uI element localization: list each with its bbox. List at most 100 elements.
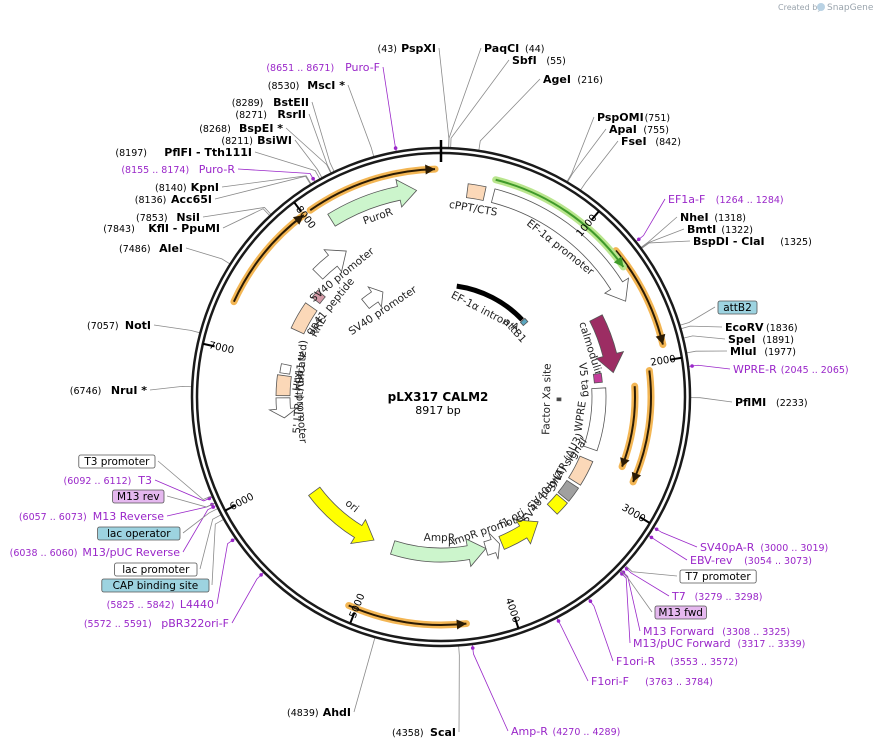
primer-position: (5572 .. 5591): [84, 619, 152, 630]
ruler-tick-label: 5000: [348, 592, 368, 620]
snapgene-credit: Created by SnapGene: [778, 3, 874, 13]
ruler-tick: [293, 201, 303, 213]
primer-mark: [690, 364, 694, 368]
feature-mark: [546, 493, 568, 515]
ruler-tick: [513, 616, 520, 629]
enzyme-site-name: ScaI: [430, 726, 456, 739]
orf-arc: [632, 370, 652, 483]
leader-line: [620, 569, 641, 632]
plasmid-backbone: [190, 140, 692, 648]
enzyme-site-position: (1836): [766, 323, 798, 334]
feature-mark: [519, 317, 529, 327]
orf-arrowhead: [425, 164, 436, 175]
feature-label: V5 tag: [576, 362, 592, 398]
primer-name: EF1a-F: [668, 193, 705, 206]
primer-name: Puro-R: [199, 163, 236, 176]
feature-tag-label: M13 rev: [117, 491, 160, 503]
primer-mark: [393, 146, 398, 150]
feature-tag-label: T3 promoter: [83, 456, 150, 468]
primer-name: T7: [671, 590, 686, 603]
feature-mark: [312, 249, 347, 280]
enzyme-site-name: NruI *: [111, 384, 147, 397]
leader-line: [448, 47, 482, 149]
enzyme-site-position: (4358): [392, 728, 424, 739]
primer-mark: [311, 176, 315, 181]
feature-tag-box: [717, 300, 758, 315]
enzyme-site-position: (8136): [135, 195, 167, 206]
enzyme-site-position: (8211): [221, 136, 253, 147]
enzyme-site-position: (751): [645, 113, 671, 124]
feature-mark: [583, 387, 607, 452]
primer-position: (6057 .. 6073): [19, 512, 87, 523]
plasmid-size: 8917 bp: [415, 404, 460, 417]
primer-position: (4270 .. 4289): [553, 727, 621, 738]
primer-name: WPRE-R: [733, 363, 777, 376]
leader-line: [285, 127, 332, 174]
feature-tag-label: CAP binding site: [113, 580, 199, 592]
enzyme-site-name: PspXI: [401, 42, 436, 55]
feature-tag-box: [114, 562, 198, 577]
enzyme-site-position: (6746): [70, 386, 102, 397]
enzyme-site-position: (1322): [721, 225, 753, 236]
leader-line: [347, 84, 375, 158]
leader-line: [222, 208, 271, 229]
enzyme-site-position: (2233): [776, 398, 808, 409]
enzyme-site-position: (7853): [136, 213, 168, 224]
enzyme-site-position: (55): [546, 56, 566, 67]
primer-mark: [654, 527, 659, 532]
leader-line: [450, 59, 510, 149]
enzyme-site-position: (43): [377, 44, 397, 55]
enzyme-site-position: (4839): [287, 708, 319, 719]
leader-line: [185, 247, 231, 265]
enzyme-site-position: (1977): [764, 347, 796, 358]
primer-position: (3763 .. 3784): [645, 677, 713, 688]
enzyme-site-name: BspDI - ClaI: [693, 235, 765, 248]
orf-arrowhead: [631, 471, 642, 482]
enzyme-site-name: NheI: [680, 211, 709, 224]
primer-position: (3308 .. 3325): [722, 627, 790, 638]
enzyme-site-name: AleI: [159, 242, 183, 255]
enzyme-site-name: PflMI: [735, 396, 766, 409]
leader-line: [294, 139, 323, 179]
enzyme-site-position: (8197): [115, 148, 147, 159]
credit-brand: SnapGene: [827, 3, 874, 13]
enzyme-site-name: NsiI: [176, 211, 200, 224]
orf-arrowhead: [292, 214, 304, 225]
feature-mark: [498, 519, 539, 550]
ruler-tick: [669, 356, 682, 361]
leader-line: [647, 534, 688, 561]
enzyme-site-name: KflI - PpuMI: [148, 222, 220, 235]
enzyme-site-position: (7486): [119, 244, 151, 255]
leader-line: [458, 645, 460, 733]
orf-arc: [232, 214, 305, 303]
ruler-tick: [349, 611, 356, 624]
feature-label: SV40 promoter: [347, 283, 420, 338]
primer-name: EBV-rev: [690, 554, 733, 567]
feature-mark: [327, 178, 418, 227]
primer-name: M13/pUC Reverse: [82, 546, 180, 559]
orf-arc-glow: [230, 211, 308, 306]
enzyme-site-name: RsrII: [277, 108, 306, 121]
feature-label: ori: [343, 497, 361, 515]
ruler-tick-label: 2000: [650, 354, 677, 369]
enzyme-site-position: (8289): [232, 98, 264, 109]
ruler-tick: [590, 210, 600, 221]
enzyme-site-name: FseI: [621, 135, 647, 148]
orf-arrowhead: [613, 256, 624, 267]
feature-label: Factor Xa site: [540, 363, 553, 435]
leader-line: [587, 597, 614, 662]
primer-position: (6038 .. 6060): [10, 548, 78, 559]
enzyme-site-name: AhdI: [323, 706, 351, 719]
leader-line: [688, 364, 731, 370]
ruler-tick: [224, 504, 237, 512]
leader-line: [579, 140, 619, 191]
primer-mark: [470, 646, 475, 650]
leader-line: [353, 636, 376, 713]
ruler-tick-label: 7000: [208, 340, 235, 356]
primer-name: M13 Reverse: [93, 510, 164, 523]
feature-tag-label: T7 promoter: [685, 571, 752, 583]
leader-line: [182, 507, 219, 534]
enzyme-site-name: AgeI: [543, 73, 571, 86]
ruler-tick-label: 6000: [228, 491, 256, 513]
